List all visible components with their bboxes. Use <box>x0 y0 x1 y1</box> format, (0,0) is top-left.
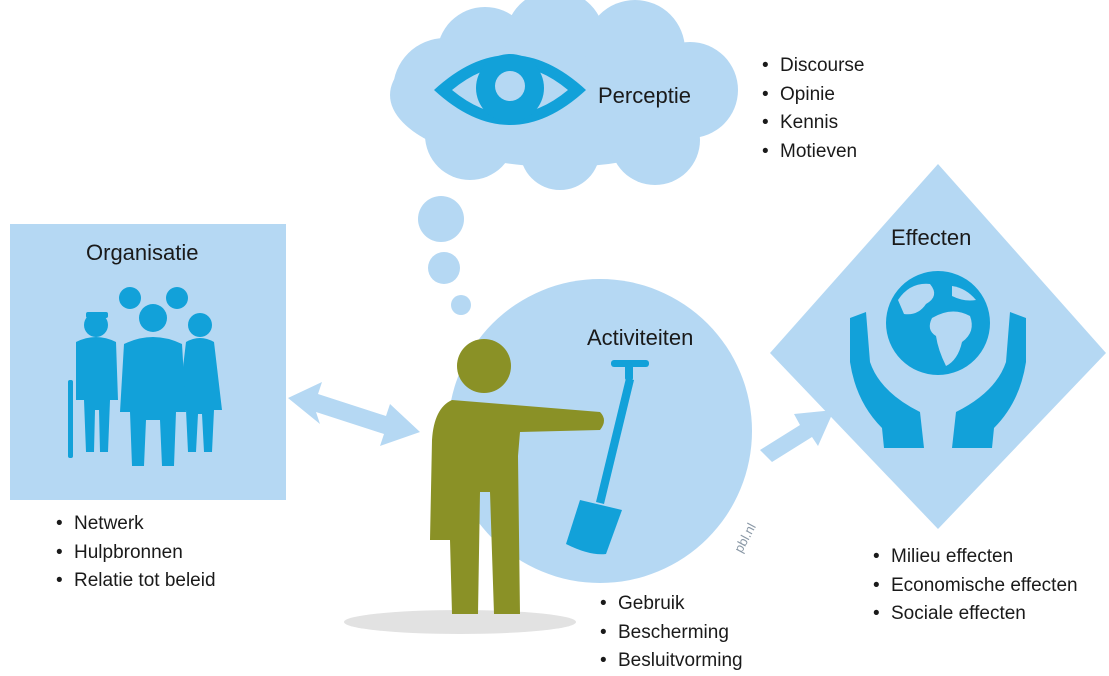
list-item: Discourse <box>760 52 864 81</box>
list-item: Relatie tot beleid <box>54 567 216 596</box>
person-shadow <box>344 610 576 634</box>
person-with-shovel-icon <box>430 339 649 614</box>
double-arrow-icon <box>288 382 420 446</box>
eye-icon <box>434 54 586 125</box>
thought-cloud <box>390 0 738 190</box>
activiteiten-label: Activiteiten <box>587 325 694 350</box>
thought-bubbles <box>418 196 471 315</box>
list-item: Gebruik <box>598 590 743 619</box>
perceptie-label: Perceptie <box>598 83 691 108</box>
list-item: Sociale effecten <box>871 600 1078 629</box>
activiteiten-circle <box>448 279 752 583</box>
effecten-list: Milieu effecten Economische effecten Soc… <box>871 543 1078 629</box>
perceptie-list: Discourse Opinie Kennis Motieven <box>760 52 864 166</box>
list-item: Hulpbronnen <box>54 539 216 568</box>
list-item: Economische effecten <box>871 572 1078 601</box>
list-item: Kennis <box>760 109 864 138</box>
list-item: Milieu effecten <box>871 543 1078 572</box>
arrow-icon <box>760 410 834 462</box>
effecten-label: Effecten <box>891 225 972 250</box>
list-item: Netwerk <box>54 510 216 539</box>
globe-in-hands-icon <box>850 271 1026 448</box>
list-item: Bescherming <box>598 619 743 648</box>
list-item: Besluitvorming <box>598 647 743 676</box>
list-item: Opinie <box>760 81 864 110</box>
list-item: Motieven <box>760 138 864 167</box>
people-group-icon <box>68 287 222 466</box>
organisatie-label: Organisatie <box>86 240 199 265</box>
activiteiten-list: Gebruik Bescherming Besluitvorming <box>598 590 743 676</box>
organisatie-list: Netwerk Hulpbronnen Relatie tot beleid <box>54 510 216 596</box>
